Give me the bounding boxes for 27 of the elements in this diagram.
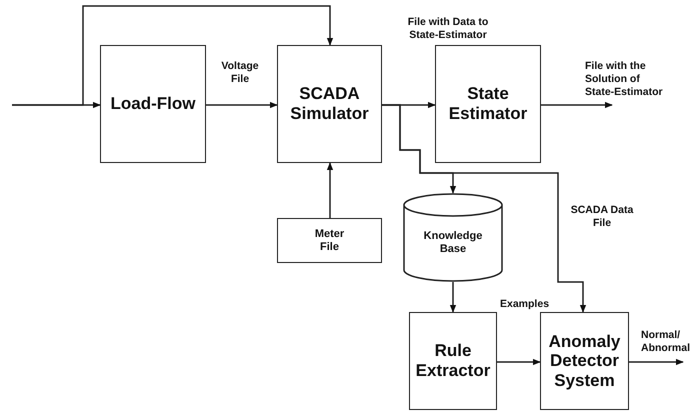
process-box <box>435 45 541 163</box>
process-box <box>540 312 629 410</box>
note-label: File with Data to State-Estimator <box>406 16 490 42</box>
arrow <box>629 358 684 366</box>
process-box <box>409 312 497 410</box>
arrow <box>450 282 456 313</box>
node-label: Rule Extractor <box>414 341 492 381</box>
node-label: Load-Flow <box>110 94 196 114</box>
edge-label: Normal/ Abnormal <box>641 329 691 356</box>
edge-label: SCADA Data File <box>570 204 634 230</box>
arrow <box>12 5 334 106</box>
process-box <box>100 45 206 163</box>
arrow <box>382 104 586 313</box>
process-box <box>277 218 382 263</box>
node-label: State Estimator <box>448 84 528 124</box>
edge-label: Examples <box>500 298 550 312</box>
arrow <box>497 358 541 366</box>
arrow <box>541 102 613 108</box>
node-label: Knowledge Base <box>422 228 484 256</box>
process-box <box>277 45 382 163</box>
node-label: Anomaly Detector System <box>548 332 622 390</box>
node-label: Meter File <box>314 228 346 254</box>
edge-label: File with the Solution of State-Estimator <box>585 60 664 100</box>
edge-label: Voltage File <box>220 60 260 86</box>
arrow <box>326 162 334 218</box>
arrow <box>206 102 278 108</box>
node-label: SCADA Simulator <box>289 84 370 124</box>
